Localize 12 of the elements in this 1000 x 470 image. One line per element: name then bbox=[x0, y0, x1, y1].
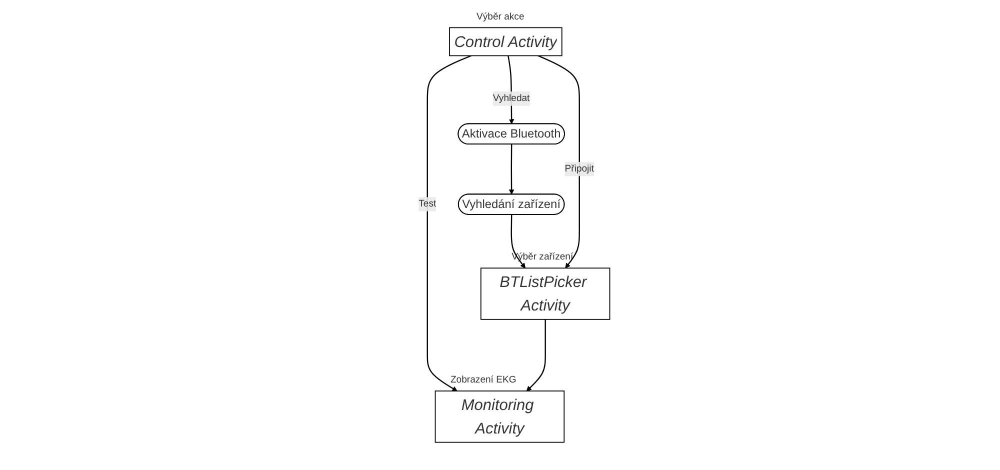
node-label: Výběr akce bbox=[476, 12, 524, 22]
arrow bbox=[508, 144, 514, 195]
arrow bbox=[526, 319, 546, 392]
node-label: Zobrazení EKG bbox=[450, 374, 516, 386]
arrow bbox=[537, 55, 580, 268]
node-box: Monitoring Activity bbox=[434, 390, 564, 443]
edge-label: Test bbox=[418, 198, 436, 210]
arrow bbox=[426, 55, 472, 392]
node-box: Control Activity bbox=[448, 27, 562, 56]
edge-label: Vyhledat bbox=[492, 93, 530, 104]
node-box: BTListPicker Activity bbox=[480, 268, 610, 320]
edge-label: Připojit bbox=[564, 164, 594, 174]
